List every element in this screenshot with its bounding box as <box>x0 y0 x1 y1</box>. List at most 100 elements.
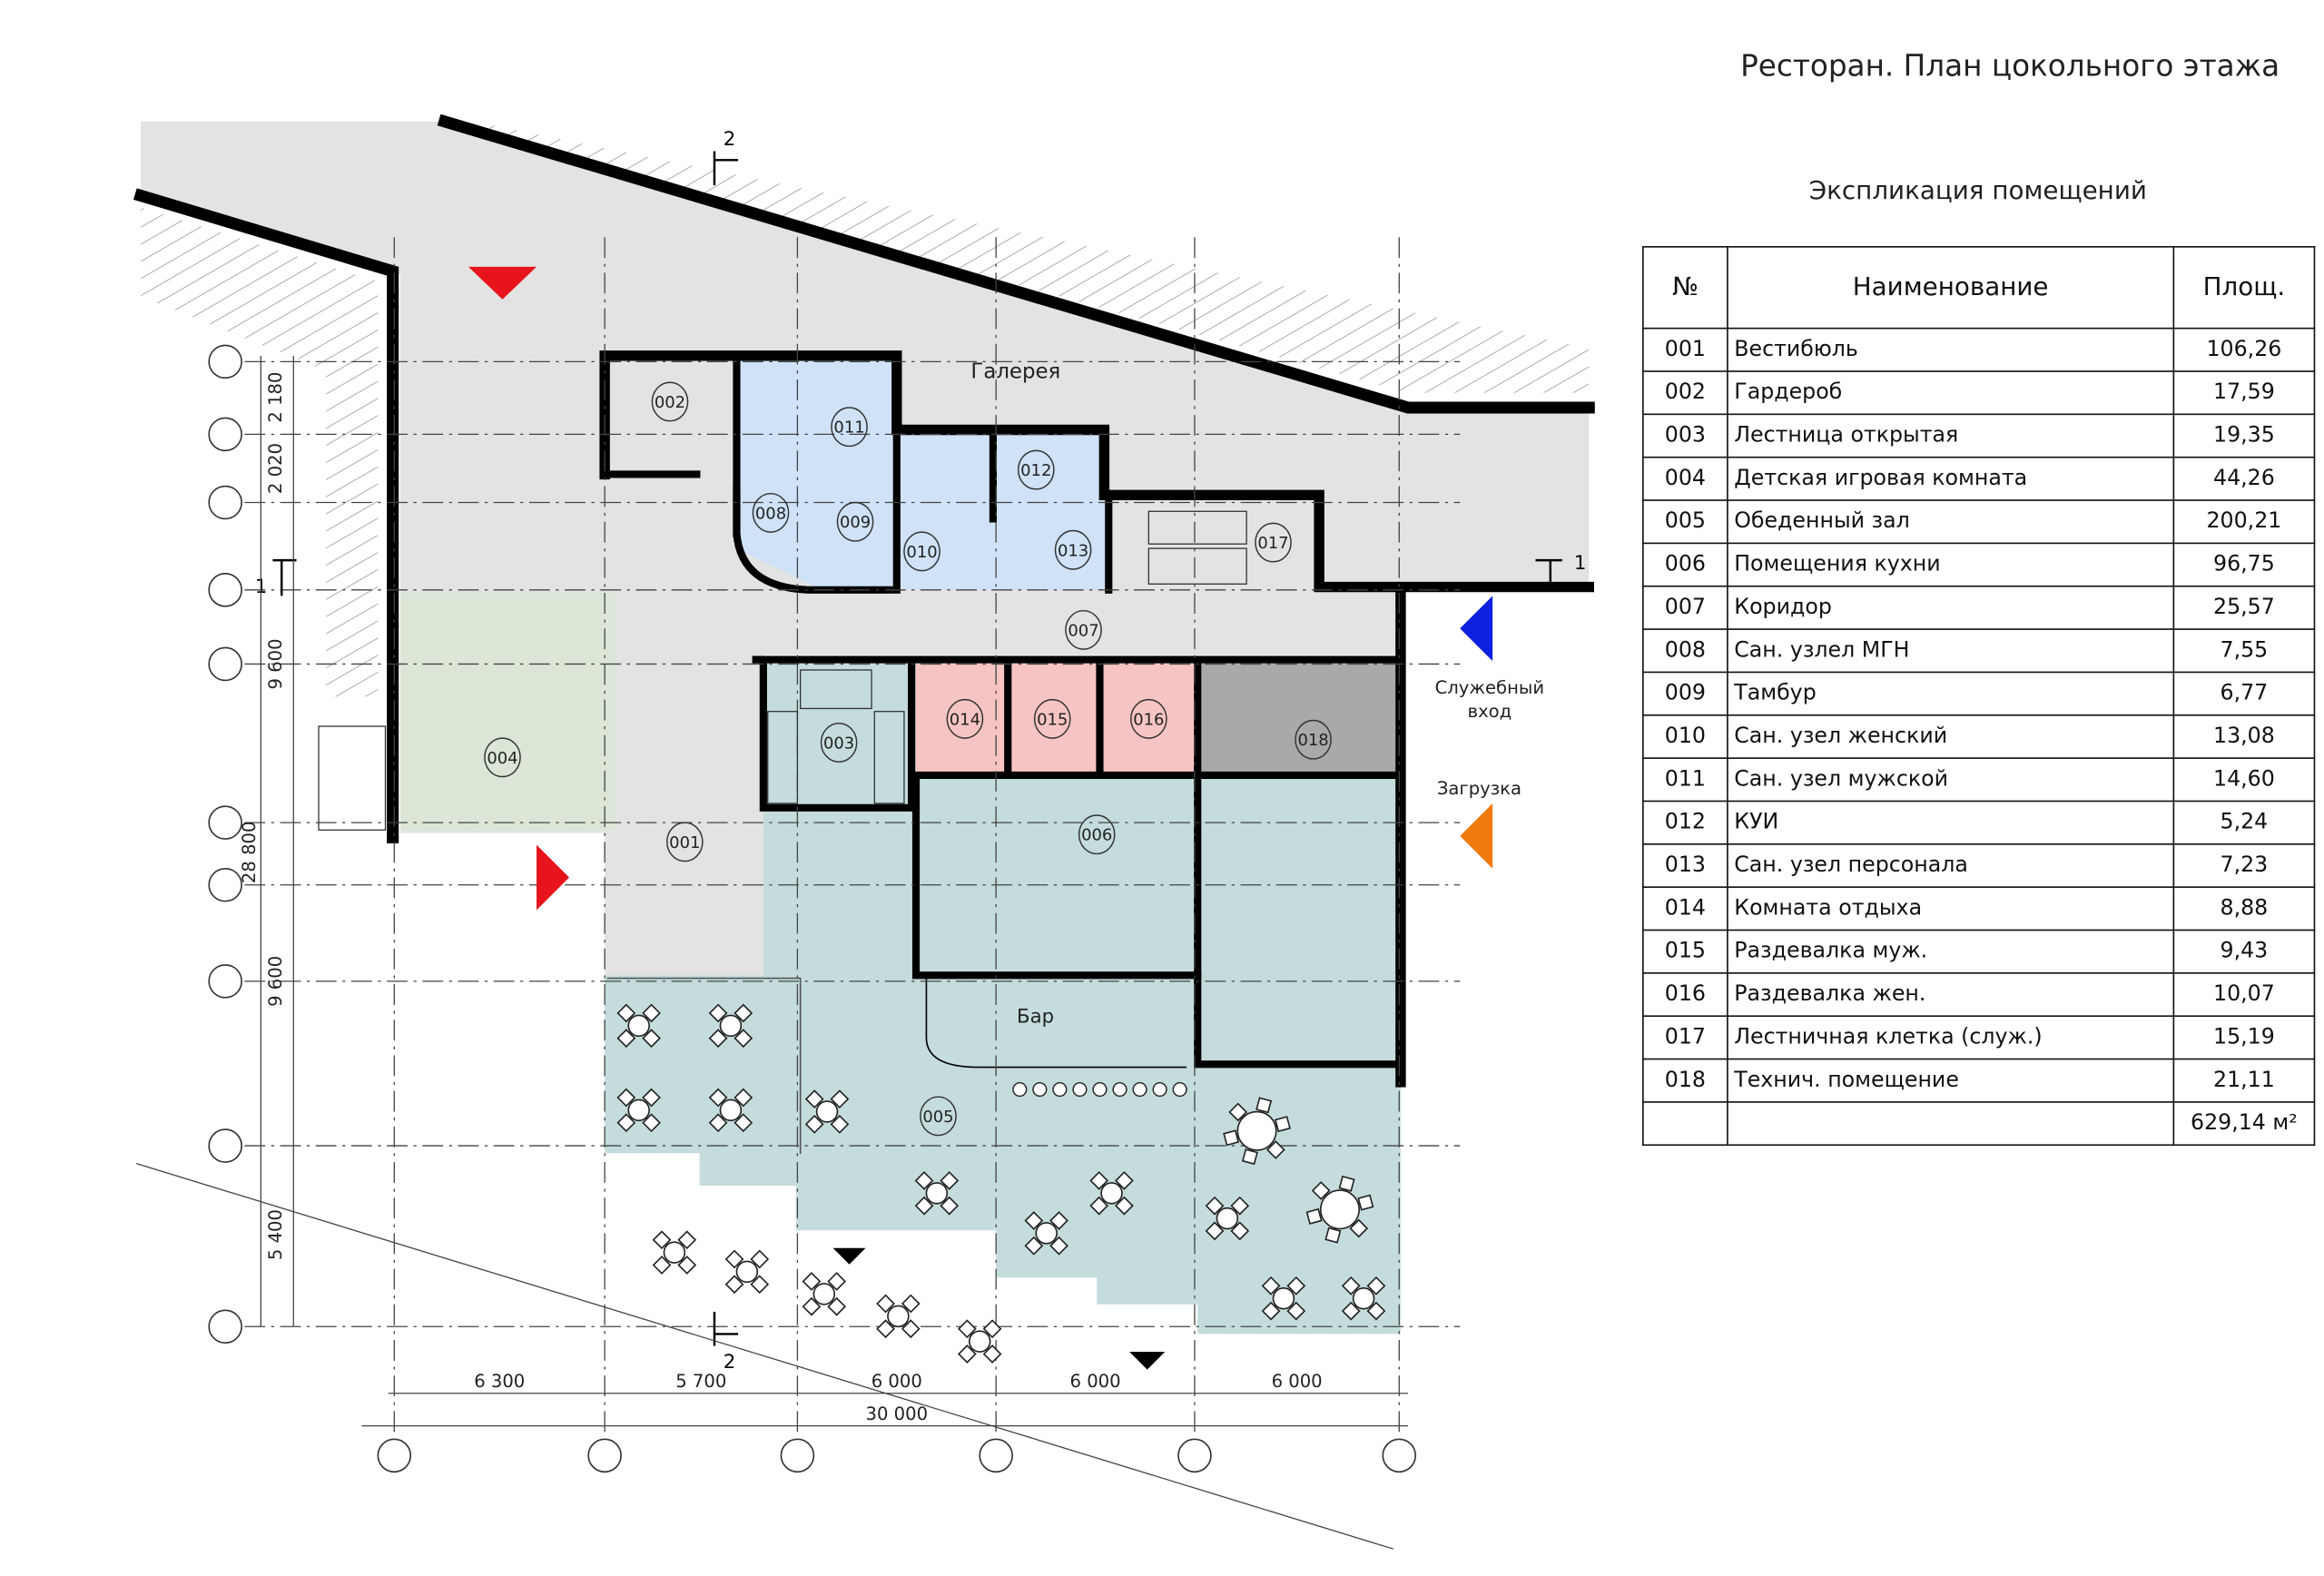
cell-num: 002 <box>1642 370 1728 416</box>
room-tag-circle <box>1054 529 1092 570</box>
bar-stools <box>1012 1081 1187 1098</box>
room-tag-circle <box>1078 814 1116 855</box>
cell-name: Помещения кухни <box>1727 542 2175 587</box>
room-tag-circle <box>752 492 790 533</box>
room-tag-circle <box>651 381 689 422</box>
room-tag-011: 011 <box>833 419 864 438</box>
room-tag-001: 001 <box>669 833 700 852</box>
dimension-label: 6 300 <box>474 1371 525 1392</box>
room-tag-circle <box>484 737 521 778</box>
room-tag-015: 015 <box>1037 710 1068 729</box>
axis-bubble <box>208 805 242 840</box>
axis-bubble <box>587 1438 622 1473</box>
cell-empty <box>1642 1101 1728 1147</box>
room-tag-010: 010 <box>906 543 937 562</box>
room-002-area <box>607 359 734 475</box>
main-entry-arrow-icon <box>468 266 537 300</box>
room-tag-016: 016 <box>1133 710 1164 729</box>
cell-area: 21,11 <box>2172 1058 2316 1103</box>
cell-empty <box>1727 1101 2175 1147</box>
bar-stool <box>1072 1081 1088 1098</box>
cell-area: 13,08 <box>2172 714 2316 759</box>
table-with-chairs <box>1205 1196 1250 1241</box>
cell-name: Вестибюль <box>1727 327 2175 372</box>
bar-stool <box>1052 1081 1068 1098</box>
dimension-label: 2 180 <box>265 372 286 423</box>
table-with-chairs <box>616 1088 661 1133</box>
room-tag-circle <box>1255 522 1292 563</box>
table-header-row: № Наименование Площ. <box>1642 246 2316 330</box>
cell-num: 001 <box>1642 327 1728 372</box>
room-tag-circle <box>1033 698 1071 739</box>
dimension-label: 9 600 <box>265 956 286 1007</box>
room-tag-circle <box>820 723 858 763</box>
room-tag-circle <box>903 531 940 572</box>
hall-area <box>605 659 1401 1335</box>
room-tag-007: 007 <box>1068 621 1098 640</box>
axis-bubbles <box>208 344 1417 1473</box>
table-with-chairs <box>802 1272 847 1316</box>
cell-num: 014 <box>1642 886 1728 931</box>
dimension-label: 5 400 <box>265 1209 286 1260</box>
axis-bubble <box>208 964 242 999</box>
service-entry-label-2: вход <box>1468 701 1512 722</box>
axis-bubble <box>1382 1438 1417 1473</box>
room-tag-005: 005 <box>922 1108 953 1127</box>
room-tag-008: 008 <box>755 504 786 523</box>
ground-hatch-left <box>141 207 379 697</box>
cell-area: 14,60 <box>2172 757 2316 803</box>
dimension-label: 5 700 <box>675 1371 726 1392</box>
cell-name: Сан. узел женский <box>1727 714 2175 759</box>
room-tag-circle <box>946 698 984 739</box>
cell-area: 17,59 <box>2172 370 2316 416</box>
bar-stool <box>1152 1081 1167 1098</box>
explication-title: Экспликация помещений <box>1808 176 2147 206</box>
header-name: Наименование <box>1727 246 2175 330</box>
cell-name: Гардероб <box>1727 370 2175 416</box>
cell-area: 6,77 <box>2172 671 2316 716</box>
room-tag-006: 006 <box>1081 826 1112 845</box>
cell-area: 8,88 <box>2172 886 2316 931</box>
room-tag-017: 017 <box>1257 534 1288 553</box>
total-area: 629,14 м² <box>2172 1101 2316 1147</box>
table-with-chairs <box>914 1171 960 1216</box>
axis-bubble <box>208 485 242 520</box>
table-with-chairs <box>708 1088 753 1133</box>
cell-area: 5,24 <box>2172 800 2316 845</box>
table-with-chairs <box>652 1230 697 1275</box>
table-with-chairs <box>1089 1171 1134 1216</box>
room-tag-014: 014 <box>950 710 980 729</box>
sheet-title: Ресторан. План цокольного этажа <box>1740 47 2280 84</box>
cell-num: 010 <box>1642 714 1728 759</box>
cell-num: 013 <box>1642 843 1728 888</box>
room-015-area <box>1010 656 1100 775</box>
exit-arrow-icon <box>1129 1352 1166 1370</box>
axis-bubble <box>208 867 242 902</box>
cell-num: 015 <box>1642 929 1728 974</box>
room-tag-circle <box>1017 449 1055 490</box>
room-tag-009: 009 <box>840 513 871 532</box>
dimension-label: 6 000 <box>1070 1371 1121 1392</box>
loading-arrow-icon <box>1460 803 1493 869</box>
dimension-label: 2 020 <box>265 443 286 494</box>
bar-stool <box>1112 1081 1128 1098</box>
axis-bubble <box>208 1128 242 1163</box>
cell-name: Обеденный зал <box>1727 499 2175 545</box>
room-014-area <box>916 656 1009 775</box>
section-2-top: 2 <box>724 128 736 151</box>
room-tag-circle <box>836 501 874 542</box>
